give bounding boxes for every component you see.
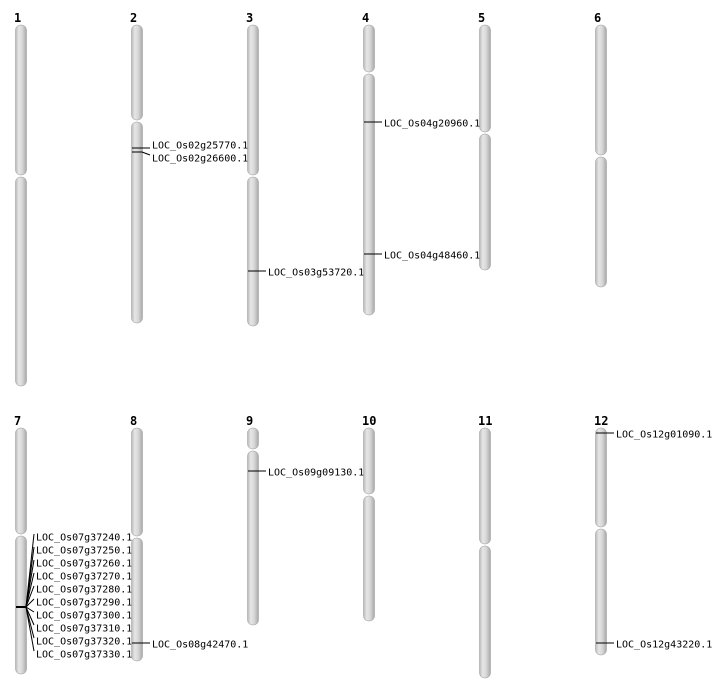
chromosome-short-arm <box>15 24 27 176</box>
chromosome-long-arm <box>247 176 259 327</box>
chromosome-short-arm <box>363 427 375 495</box>
gene-label: LOC_Os02g25770.1 <box>152 141 248 152</box>
chromosome-label: 4 <box>362 11 369 25</box>
chromosome-label: 5 <box>478 11 485 25</box>
chromosome-short-arm <box>247 24 259 176</box>
gene-connector <box>25 585 35 608</box>
chromosome-long-arm <box>247 450 259 626</box>
gene-label: LOC_Os07g37330.1 <box>36 650 132 661</box>
chromosome-label: 3 <box>246 11 253 25</box>
gene-connector <box>25 598 35 608</box>
chromosome-long-arm <box>363 495 375 622</box>
chromosome-long-arm <box>15 176 27 387</box>
chromosome-short-arm <box>479 24 491 133</box>
gene-connector <box>25 572 35 608</box>
gene-label: LOC_Os07g37320.1 <box>36 637 132 648</box>
gene-label: LOC_Os07g37270.1 <box>36 572 132 583</box>
gene-label: LOC_Os07g37250.1 <box>36 546 132 557</box>
chromosome-long-arm <box>479 545 491 679</box>
gene-label: LOC_Os07g37290.1 <box>36 598 132 609</box>
chromosome-label: 12 <box>594 414 608 428</box>
chromosome-long-arm <box>479 133 491 271</box>
gene-label: LOC_Os07g37260.1 <box>36 559 132 570</box>
gene-connector <box>25 606 35 652</box>
gene-label: LOC_Os08g42470.1 <box>152 640 248 651</box>
gene-label: LOC_Os04g48460.1 <box>384 251 480 262</box>
chromosome-short-arm <box>131 24 143 121</box>
chromosome-short-arm <box>131 427 143 537</box>
chromosome-long-arm <box>595 528 607 656</box>
gene-label: LOC_Os07g37280.1 <box>36 585 132 596</box>
chromosome-short-arm <box>15 427 27 535</box>
chromosome-short-arm <box>247 427 259 450</box>
chromosome-label: 11 <box>478 414 492 428</box>
gene-connector <box>25 606 35 613</box>
gene-label: LOC_Os09g09130.1 <box>268 468 364 479</box>
gene-label: LOC_Os07g37310.1 <box>36 624 132 635</box>
chromosome-short-arm <box>479 427 491 545</box>
chromosome-long-arm <box>15 535 27 675</box>
chromosome-short-arm <box>595 427 607 528</box>
gene-label: LOC_Os07g37300.1 <box>36 611 132 622</box>
gene-label: LOC_Os07g37240.1 <box>36 533 132 544</box>
gene-connector <box>25 606 35 626</box>
chromosome-label: 2 <box>130 11 137 25</box>
gene-label: LOC_Os03g53720.1 <box>268 268 364 279</box>
chromosome-label: 10 <box>362 414 376 428</box>
chromosome-label: 9 <box>246 414 253 428</box>
chromosome-long-arm <box>595 156 607 288</box>
chromosome-short-arm <box>595 24 607 156</box>
chromosome-long-arm <box>131 537 143 662</box>
chromosome-long-arm <box>363 73 375 316</box>
chromosome-label: 8 <box>130 414 137 428</box>
chromosome-long-arm <box>131 121 143 324</box>
gene-label: LOC_Os02g26600.1 <box>152 154 248 165</box>
chromosome-label: 7 <box>14 414 21 428</box>
chromosome-short-arm <box>363 24 375 73</box>
gene-label: LOC_Os12g01090.1 <box>616 430 712 441</box>
chromosome-label: 6 <box>594 11 601 25</box>
gene-label: LOC_Os04g20960.1 <box>384 119 480 130</box>
gene-label: LOC_Os12g43220.1 <box>616 640 712 651</box>
chromosome-label: 1 <box>14 11 21 25</box>
gene-connector <box>141 151 151 156</box>
